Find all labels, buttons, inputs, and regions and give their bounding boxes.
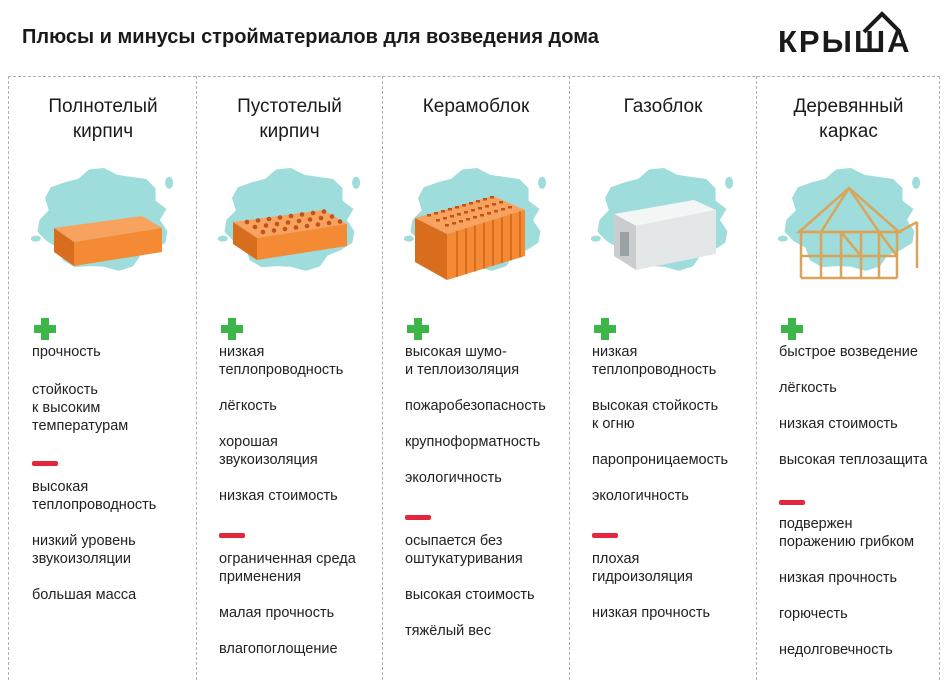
solid-brick-icon xyxy=(30,168,174,271)
minus-icon xyxy=(592,533,618,538)
column-title: Полнотелый кирпич xyxy=(48,96,158,142)
con-item: низкая прочность xyxy=(779,570,898,586)
pro-item: экологичность xyxy=(592,488,689,504)
column-title: Пустотелый кирпич xyxy=(237,96,342,142)
roof-icon xyxy=(862,11,902,34)
pro-item: экологичность xyxy=(405,470,502,486)
pro-item: низкая стоимость xyxy=(219,488,338,504)
con-item: горючесть xyxy=(779,606,848,622)
pro-item: низкая стоимость xyxy=(779,416,898,432)
plus-icon xyxy=(34,318,56,340)
minus-icon xyxy=(32,461,58,466)
pro-item: высокая теплозащита xyxy=(779,452,928,468)
hollow-brick-icon xyxy=(217,168,361,271)
pro-item: лёгкость xyxy=(779,380,837,396)
con-item: большая масса xyxy=(32,587,137,603)
plus-icon xyxy=(594,318,616,340)
con-item: плохая гидроизоляция xyxy=(592,551,693,585)
con-item: осыпается без оштукатуривания xyxy=(405,533,523,567)
logo: КРЫША xyxy=(778,10,928,60)
con-item: высокая стоимость xyxy=(405,587,535,603)
minus-icon xyxy=(219,533,245,538)
con-item: высокая теплопроводность xyxy=(32,479,157,513)
pro-item: низкая теплопроводность xyxy=(592,344,717,378)
pro-item: пожаробезопасность xyxy=(405,398,546,414)
plus-icon xyxy=(781,318,803,340)
minus-icon xyxy=(405,515,431,520)
con-item: ограниченная среда применения xyxy=(219,551,356,585)
pro-item: высокая шумо- и теплоизоляция xyxy=(405,344,520,378)
column-title: Деревянный каркас xyxy=(793,96,904,142)
column-title: Газоблок xyxy=(623,96,703,117)
con-item: тяжёлый вес xyxy=(405,623,492,639)
column-wood-frame: Деревянный каркас быстрое возведение лёгко… xyxy=(756,76,940,680)
pro-item: прочность xyxy=(32,344,101,360)
ceramic-block-icon xyxy=(403,168,547,280)
gas-block-icon xyxy=(590,168,734,271)
plus-icon xyxy=(407,318,429,340)
pro-item: высокая стойкость к огню xyxy=(592,398,719,432)
table-frame xyxy=(8,76,940,680)
column-title: Керамоблок xyxy=(422,96,530,117)
plus-icon xyxy=(221,318,243,340)
column-gas-block: Газоблок низкая теплопроводность высокая с… xyxy=(569,76,756,680)
pro-item: стойкость к высоким температурам xyxy=(32,382,129,434)
pro-item: быстрое возведение xyxy=(779,344,918,360)
pro-item: хорошая звукоизоляция xyxy=(219,434,318,468)
con-item: подвержен поражению грибком xyxy=(779,516,915,550)
con-item: низкий уровень звукоизоляции xyxy=(32,533,136,567)
con-item: недолговечность xyxy=(779,642,893,658)
con-item: влагопоглощение xyxy=(219,641,338,657)
wood-frame-icon xyxy=(777,168,921,280)
con-item: малая прочность xyxy=(219,605,335,621)
pro-item: крупноформатность xyxy=(405,434,541,450)
pro-item: низкая теплопроводность xyxy=(219,344,344,378)
column-ceramic-block: Керамоблок высокая шумо- и теплоизоляция п… xyxy=(382,76,569,680)
minus-icon xyxy=(779,500,805,505)
pro-item: лёгкость xyxy=(219,398,277,414)
logo-text: КРЫША xyxy=(778,24,912,59)
pro-item: паропроницаемость xyxy=(592,452,729,468)
con-item: низкая прочность xyxy=(592,605,711,621)
column-solid-brick: Полнотелый кирпич прочность стойкость к вы… xyxy=(10,76,196,680)
page-title: Плюсы и минусы стройматериалов для возве… xyxy=(22,26,599,48)
column-hollow-brick: Пустотелый кирпич низкая теплопроводность… xyxy=(196,76,382,680)
